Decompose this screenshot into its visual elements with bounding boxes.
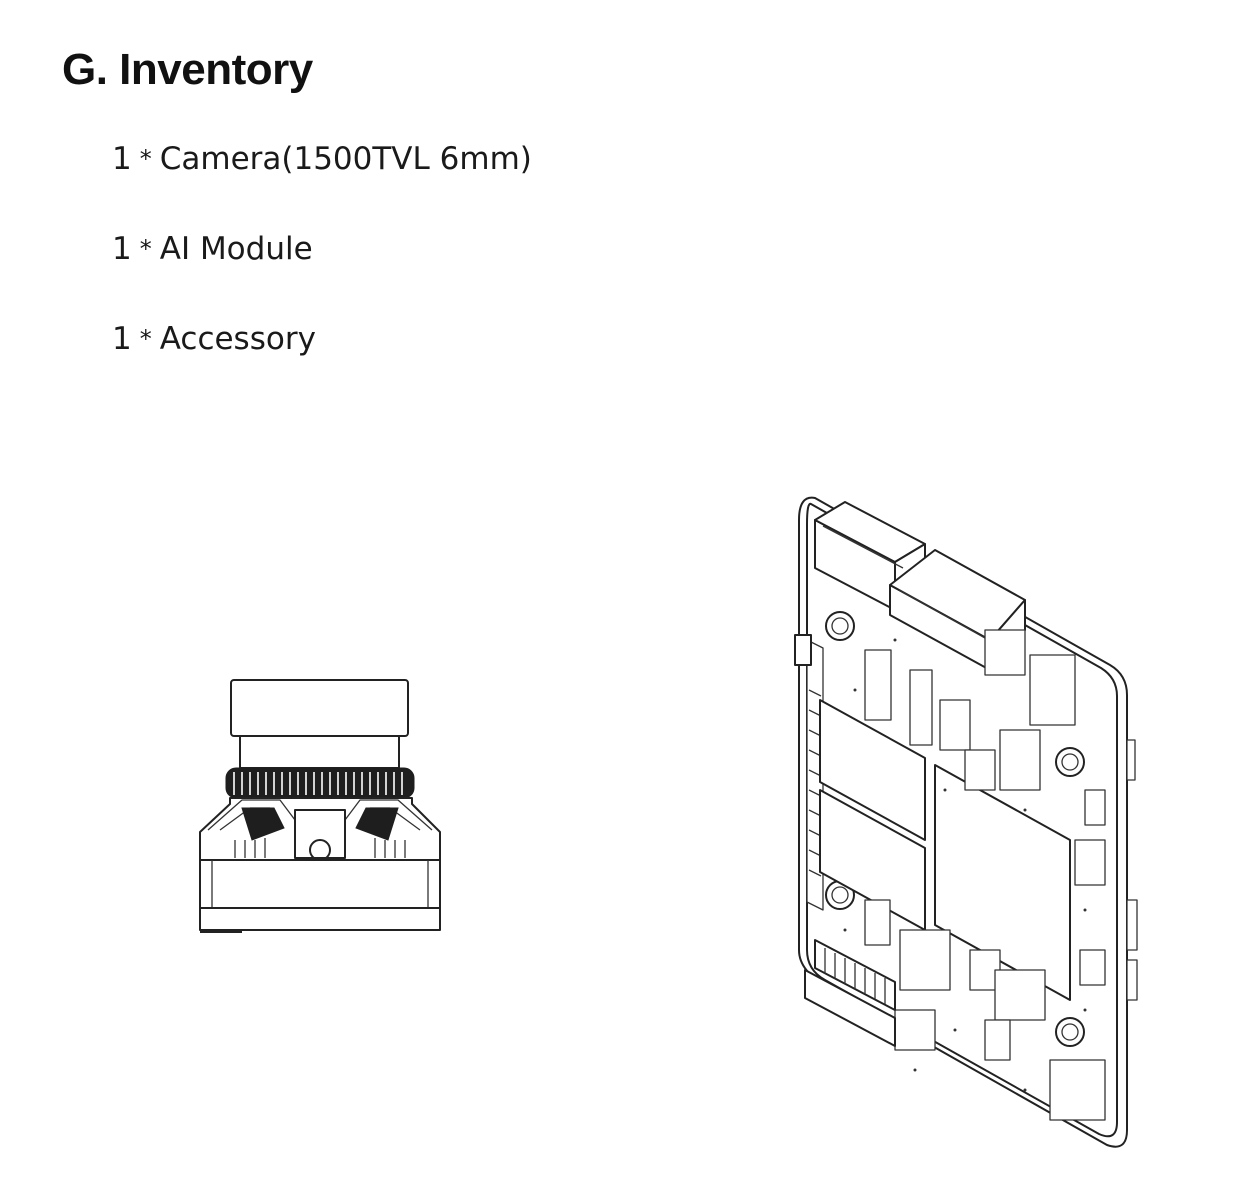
inventory-qty: 1 [112,231,132,267]
inventory-separator: * [139,145,152,173]
inventory-item-ai-module: 1*AI Module [112,222,532,276]
inventory-name: AI Module [159,231,313,267]
inventory-item-accessory: 1*Accessory [112,312,532,366]
camera-icon [199,679,441,933]
inventory-list: 1*Camera(1500TVL 6mm) 1*AI Module 1*Acce… [112,132,532,402]
inventory-name: Accessory [159,321,316,357]
inventory-qty: 1 [112,321,132,357]
ai-module-board-icon [794,496,1138,1148]
ai-module-illustration [785,490,1145,1160]
inventory-separator: * [139,235,152,263]
inventory-separator: * [139,325,152,353]
inventory-name: Camera(1500TVL 6mm) [159,141,532,177]
section-title: G. Inventory [62,45,313,94]
inventory-qty: 1 [112,141,132,177]
inventory-item-camera: 1*Camera(1500TVL 6mm) [112,132,532,186]
camera-illustration [190,670,452,940]
